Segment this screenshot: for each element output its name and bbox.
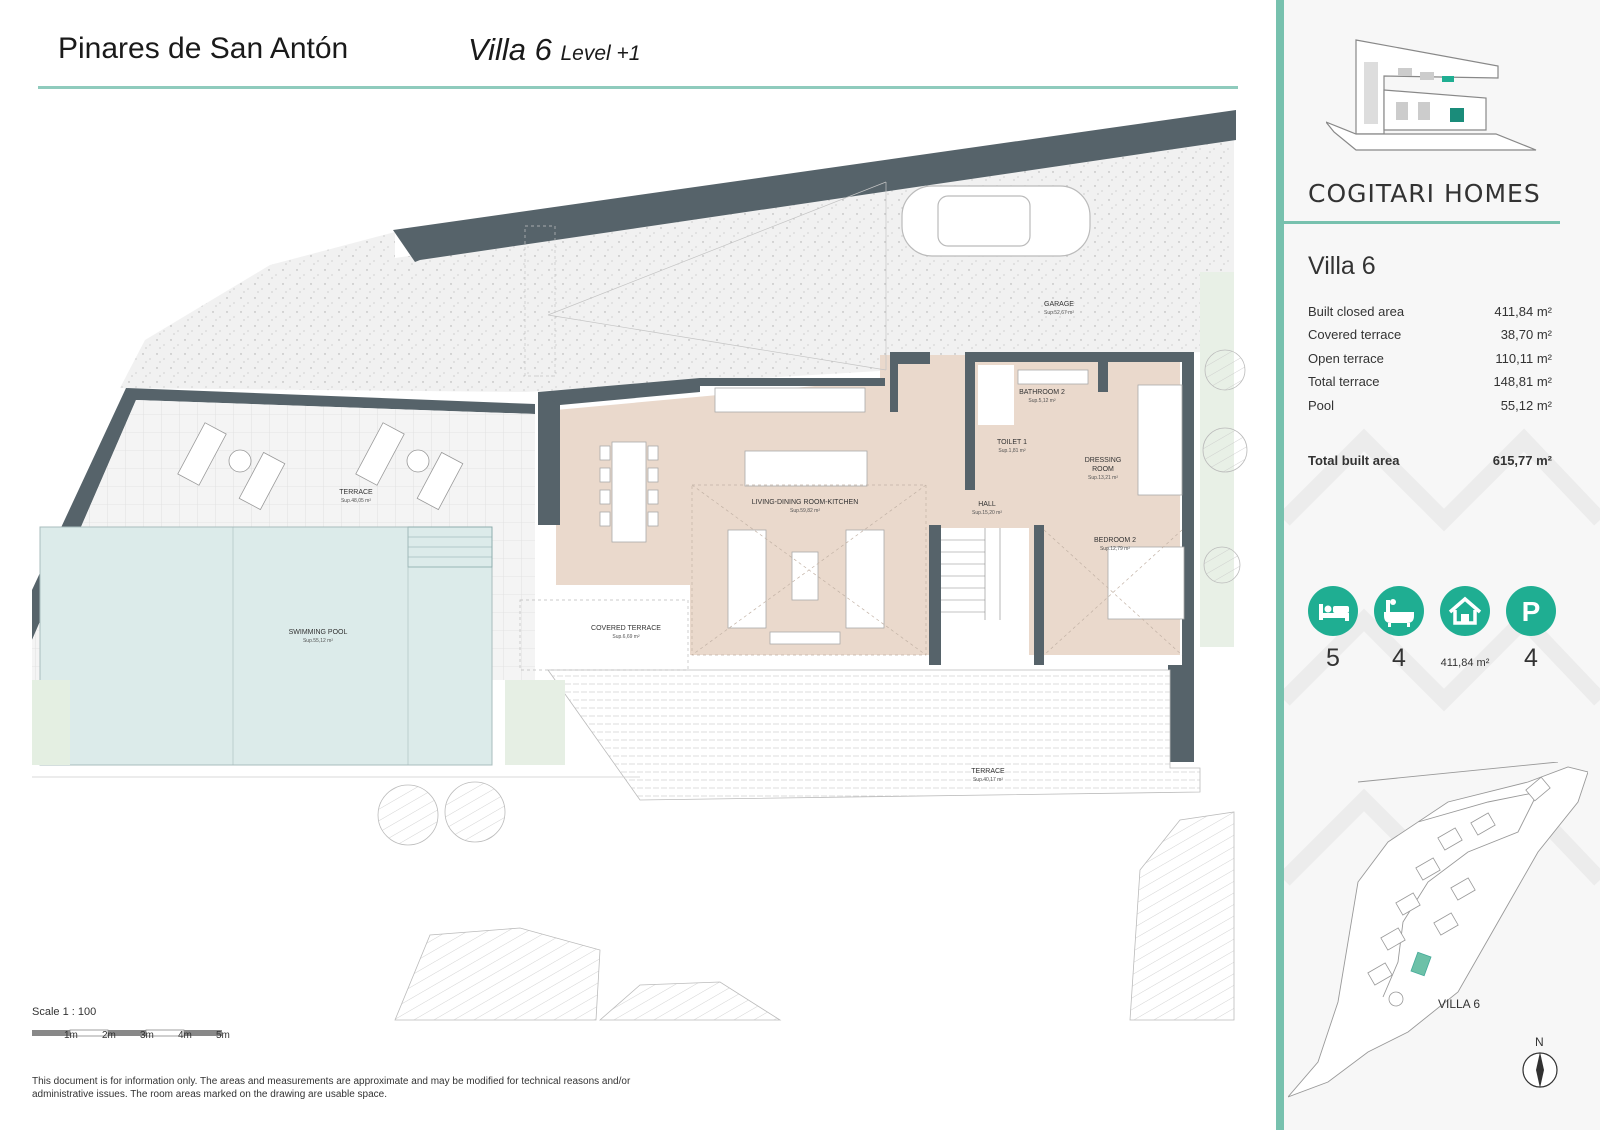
stat-value: 148,81 m²	[1493, 374, 1552, 389]
villa-name: Villa 6	[468, 32, 552, 67]
scale-tick: 1m	[64, 1030, 78, 1041]
sidebar-accent-strip	[1276, 0, 1284, 1130]
level-label: Level +1	[560, 42, 641, 65]
parking-count: 4	[1524, 644, 1538, 672]
stat-value: 38,70 m²	[1500, 327, 1552, 342]
villa-6-plot	[1410, 951, 1432, 977]
floor-plan	[32, 110, 1248, 1021]
stat-label: Open terrace	[1308, 351, 1384, 366]
bathtub-icon	[1374, 586, 1424, 636]
scale-tick: 3m	[140, 1030, 154, 1041]
stat-value: 110,11 m²	[1495, 351, 1552, 366]
site-map	[1288, 762, 1588, 1098]
header-rule	[38, 86, 1238, 89]
scale-tick: 2m	[102, 1030, 116, 1041]
stat-label: Total terrace	[1308, 374, 1380, 389]
scale-label: Scale 1 : 100	[32, 1006, 97, 1018]
total-value: 615,77 m²	[1492, 453, 1552, 468]
company-logo	[1326, 39, 1537, 151]
north-label: N	[1535, 1035, 1544, 1049]
stat-value: 411,84 m²	[1494, 304, 1552, 319]
brand-rule	[1284, 221, 1560, 224]
bathrooms-count: 4	[1392, 644, 1406, 672]
stat-label: Pool	[1308, 398, 1335, 413]
front-terrace	[547, 669, 1201, 801]
site-map-villa-label: VILLA 6	[1438, 997, 1481, 1011]
house-area: 411,84 m²	[1440, 657, 1490, 669]
scale-tick: 5m	[216, 1030, 230, 1041]
parking-icon: P	[1506, 586, 1556, 636]
project-name: Pinares de San Antón	[58, 32, 349, 65]
north-arrow-icon	[1522, 1052, 1558, 1088]
total-label: Total built area	[1308, 453, 1400, 468]
bedrooms-count: 5	[1326, 644, 1340, 672]
stat-value: 55,12 m²	[1500, 398, 1552, 413]
boundary-wall	[393, 110, 1236, 262]
stat-label: Covered terrace	[1308, 327, 1402, 342]
stat-label: Built closed area	[1308, 304, 1405, 319]
swimming-pool	[39, 526, 493, 766]
stair-core	[937, 528, 1029, 656]
house-icon	[1440, 586, 1490, 636]
scale-bar	[32, 1029, 222, 1037]
scale-tick: 4m	[178, 1030, 192, 1041]
bed-icon	[1308, 586, 1358, 636]
villa-title: Villa 6	[1308, 252, 1376, 280]
svg-text:P: P	[1522, 596, 1541, 627]
disclaimer: This document is for information only. T…	[32, 1076, 631, 1100]
villa-heading: Villa 6 Level +1	[468, 32, 640, 68]
brand-name: COGITARI HOMES	[1308, 179, 1541, 208]
